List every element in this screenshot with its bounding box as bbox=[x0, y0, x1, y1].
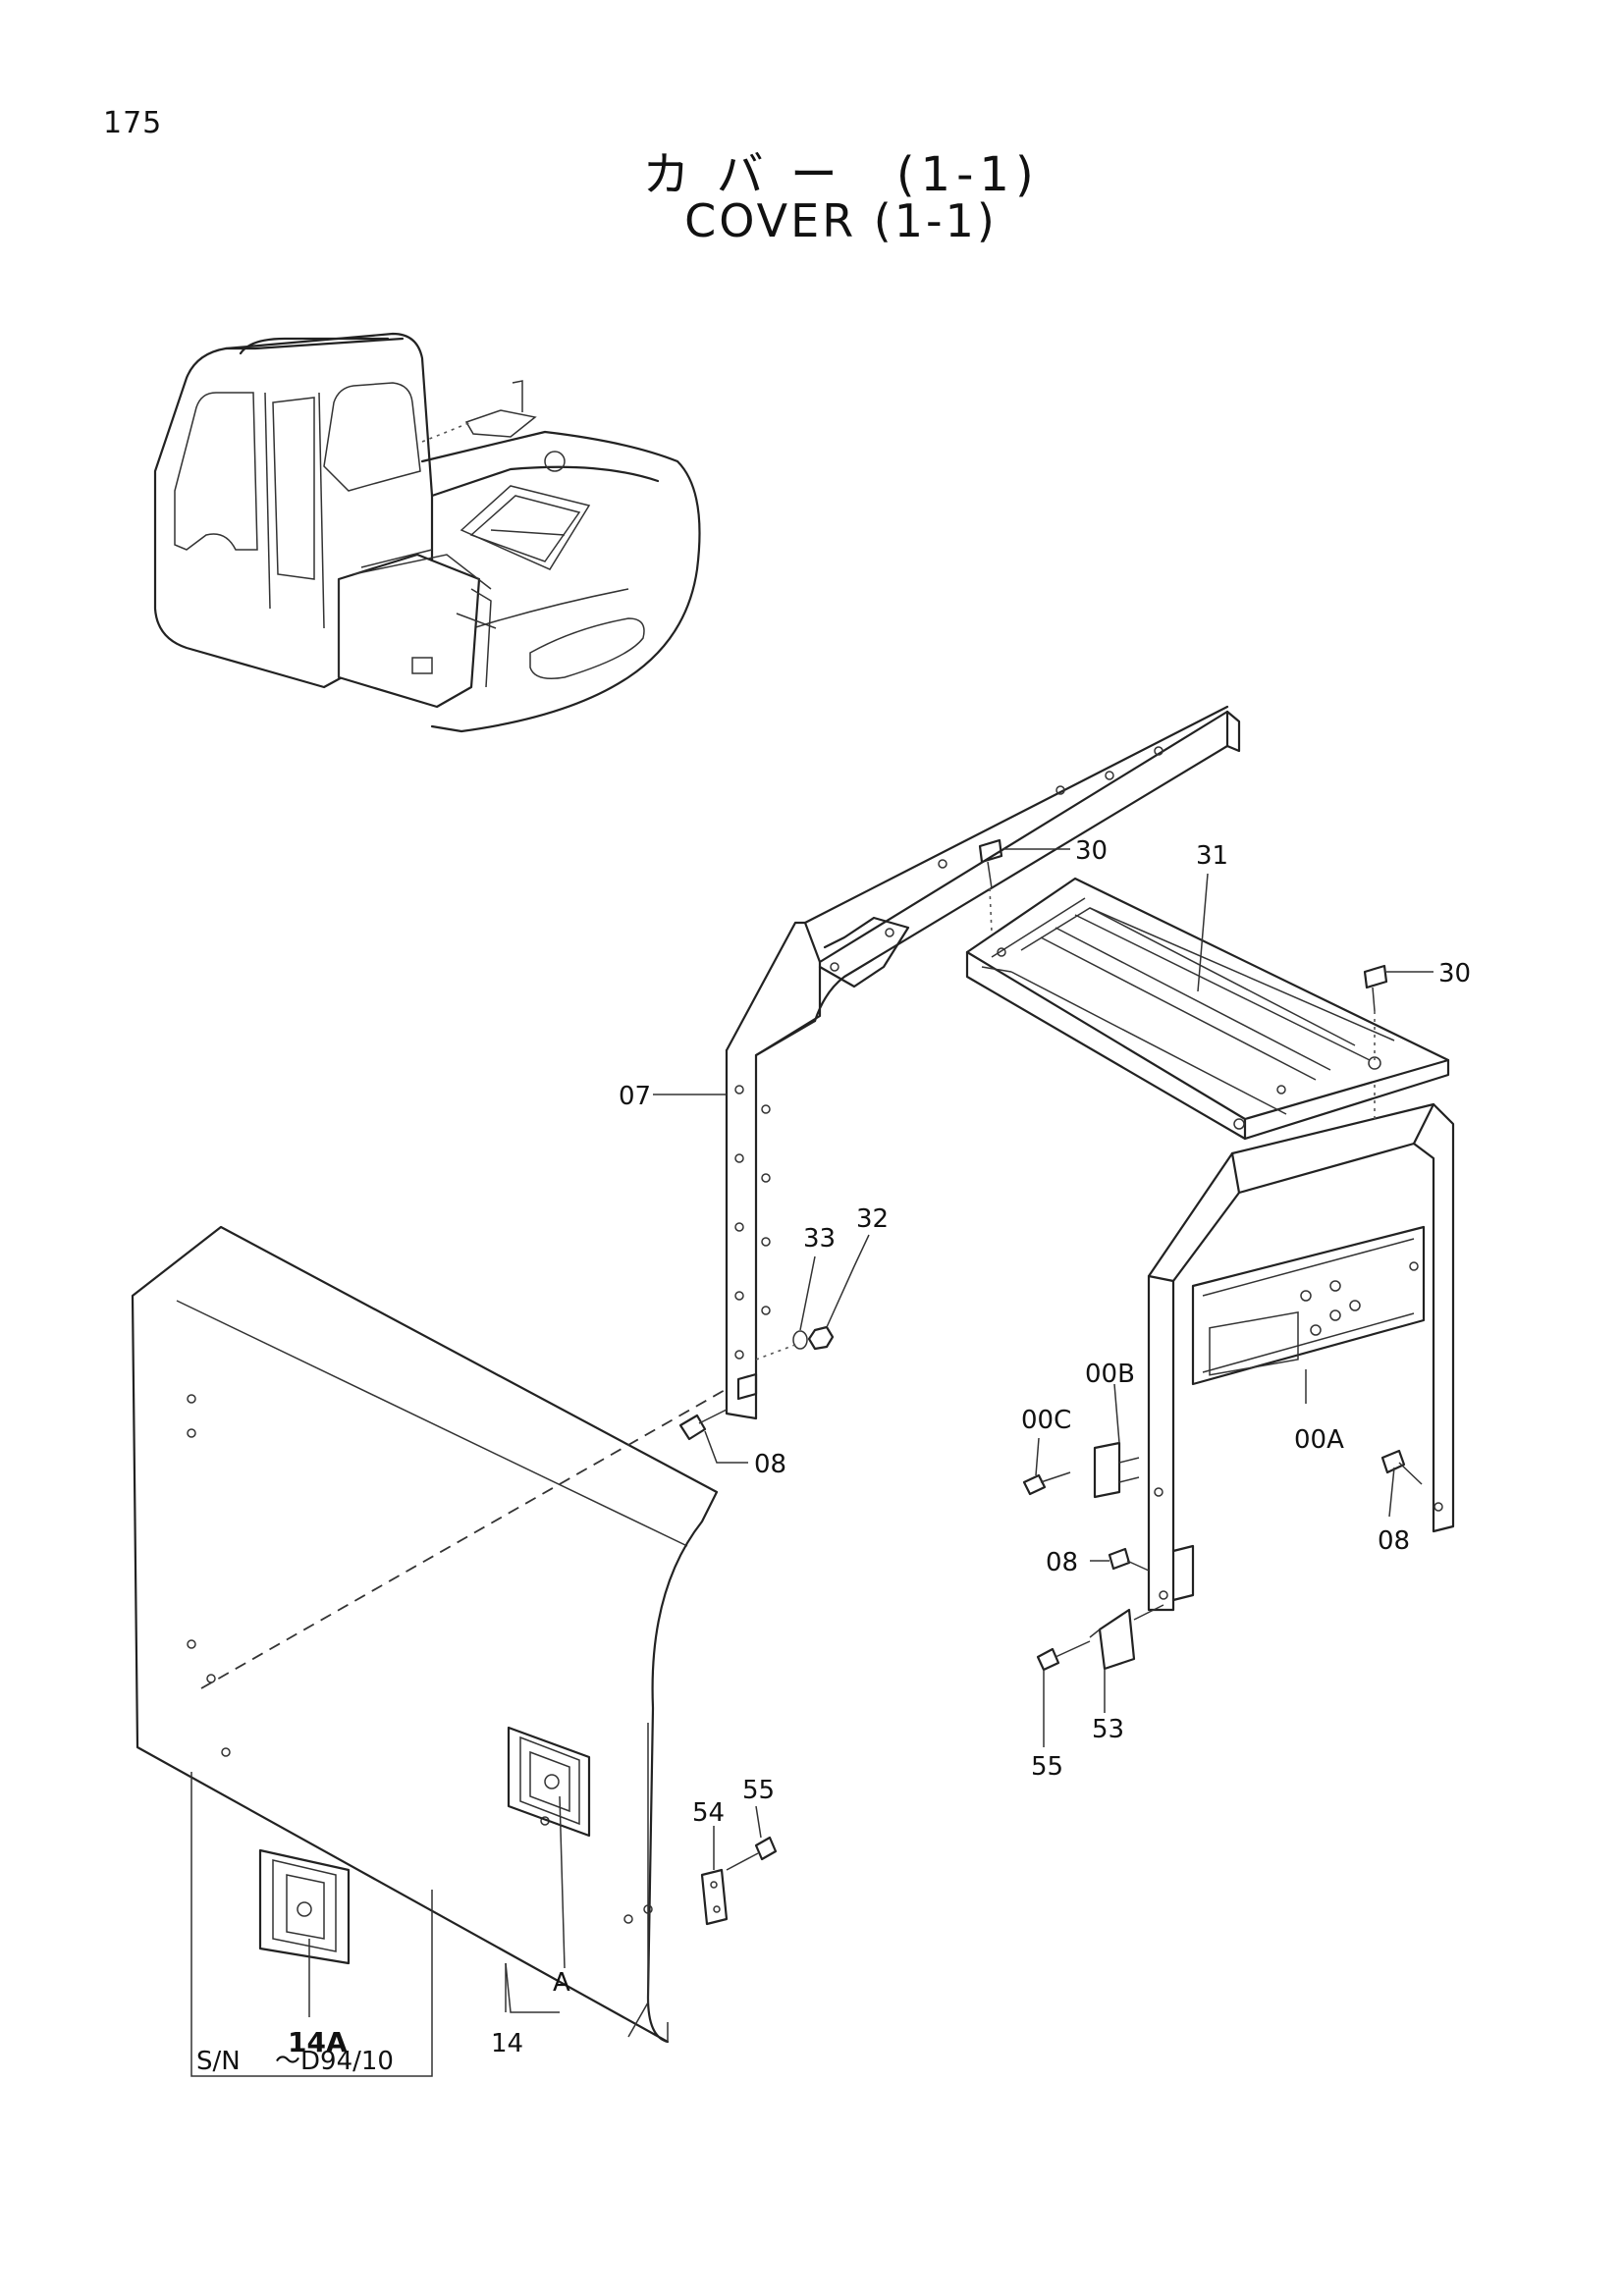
callout-A: A bbox=[553, 1968, 570, 1998]
callout-31: 31 bbox=[1196, 841, 1228, 871]
callout-00A: 00A bbox=[1294, 1425, 1344, 1455]
frame-part-00A bbox=[1147, 1102, 1455, 1612]
serial-note-range: ～D94/10 bbox=[275, 2047, 394, 2076]
excavator-overview-illustration bbox=[153, 332, 701, 733]
cover-door-part-14 bbox=[131, 1225, 728, 2044]
page-number: 175 bbox=[103, 106, 163, 140]
page-title-english: COVER (1-1) bbox=[684, 194, 998, 247]
callout-14A: 14A bbox=[288, 2026, 348, 2058]
page-title-japanese: カ バ ー (1-1) bbox=[642, 147, 1040, 202]
callout-30-right: 30 bbox=[1438, 959, 1471, 988]
callout-55-door: 55 bbox=[742, 1776, 775, 1805]
callout-labels: 30 31 30 07 33 32 08 00B 00C 00A 08 08 5… bbox=[196, 836, 1471, 2076]
callout-53: 53 bbox=[1092, 1715, 1124, 1744]
handle-detail-14A bbox=[190, 1772, 433, 2077]
tray-part-31 bbox=[965, 877, 1450, 1141]
callout-08-middle: 08 bbox=[1046, 1548, 1078, 1577]
callout-32: 32 bbox=[856, 1204, 889, 1234]
callout-08-door: 08 bbox=[754, 1450, 786, 1479]
callout-33: 33 bbox=[803, 1224, 836, 1254]
callout-00B: 00B bbox=[1085, 1360, 1135, 1389]
callout-55-right: 55 bbox=[1031, 1752, 1063, 1782]
callout-14: 14 bbox=[491, 2029, 523, 2058]
callout-07: 07 bbox=[619, 1082, 651, 1111]
fasteners bbox=[678, 838, 1423, 1926]
callout-54: 54 bbox=[692, 1798, 725, 1828]
serial-note-prefix: S/N bbox=[196, 2047, 241, 2076]
leader-lines bbox=[505, 848, 1434, 2013]
callout-30-upper: 30 bbox=[1075, 836, 1108, 866]
callout-08-right: 08 bbox=[1378, 1526, 1410, 1556]
callout-00C: 00C bbox=[1021, 1406, 1071, 1435]
frame-part-07 bbox=[725, 705, 1241, 1420]
